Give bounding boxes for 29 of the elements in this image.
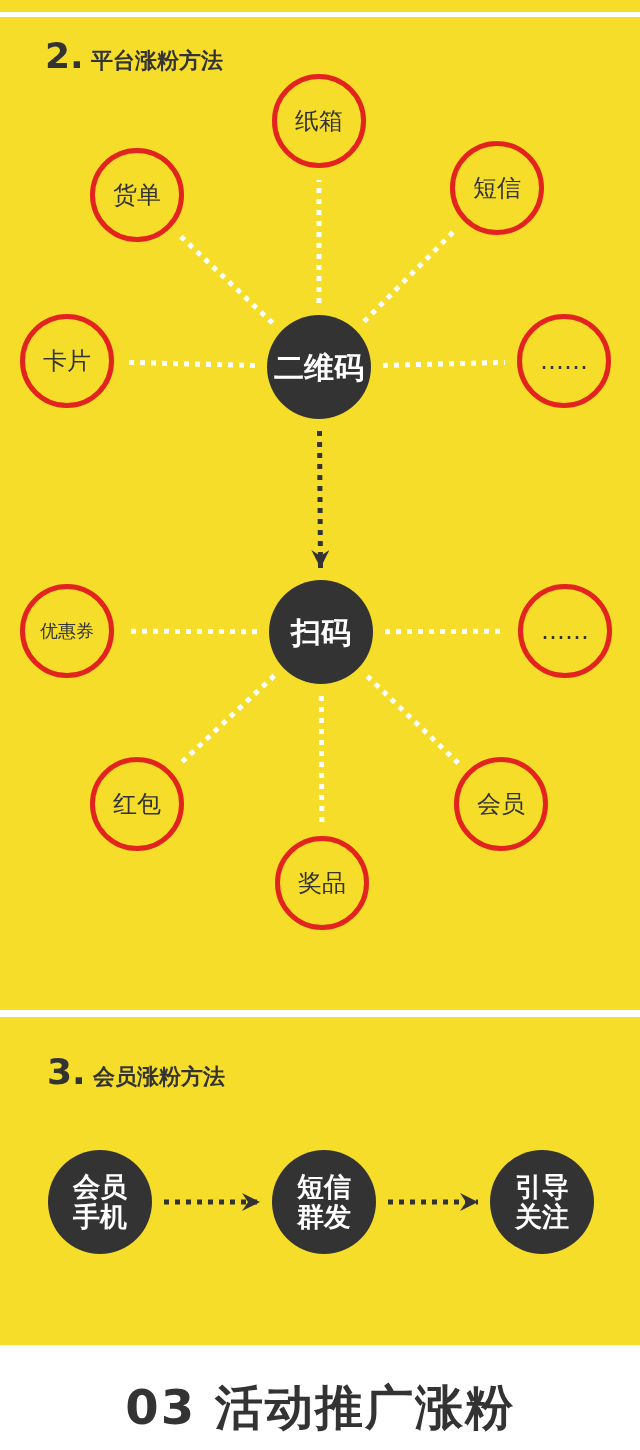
dotted-connector (365, 674, 461, 765)
section-heading: 3. 会员涨粉方法 (47, 1050, 226, 1094)
ring-circle: 卡片 (20, 314, 114, 408)
ring-circle: 短信 (450, 141, 544, 235)
dotted-connector (316, 180, 322, 303)
section-heading: 2. 平台涨粉方法 (45, 34, 224, 78)
step-circle: 二维码 (267, 315, 371, 419)
step-circle: 会员手机 (48, 1150, 152, 1254)
ring-circle: …… (517, 314, 611, 408)
step-circle: 扫码 (269, 580, 373, 684)
section-panel (0, 1017, 640, 1345)
dotted-connector (382, 359, 506, 368)
section-panel (0, 17, 640, 1010)
section-title: 03 活动推广涨粉 (125, 1381, 515, 1434)
step-circle: 短信群发 (272, 1150, 376, 1254)
dotted-connector (178, 233, 275, 325)
ring-circle: 红包 (90, 757, 184, 851)
dotted-connector (318, 696, 325, 824)
ring-circle: 优惠券 (20, 584, 114, 678)
dotted-arrow (311, 431, 330, 568)
dotted-connector (178, 673, 276, 766)
dotted-arrow (164, 1193, 260, 1211)
ring-circle: 会员 (454, 757, 548, 851)
ring-circle: 奖品 (275, 836, 369, 930)
ring-circle: …… (518, 584, 612, 678)
ring-circle: 纸箱 (272, 74, 366, 168)
dotted-arrow (388, 1193, 478, 1211)
step-circle: 引导关注 (490, 1150, 594, 1254)
ring-circle: 货单 (90, 148, 184, 242)
